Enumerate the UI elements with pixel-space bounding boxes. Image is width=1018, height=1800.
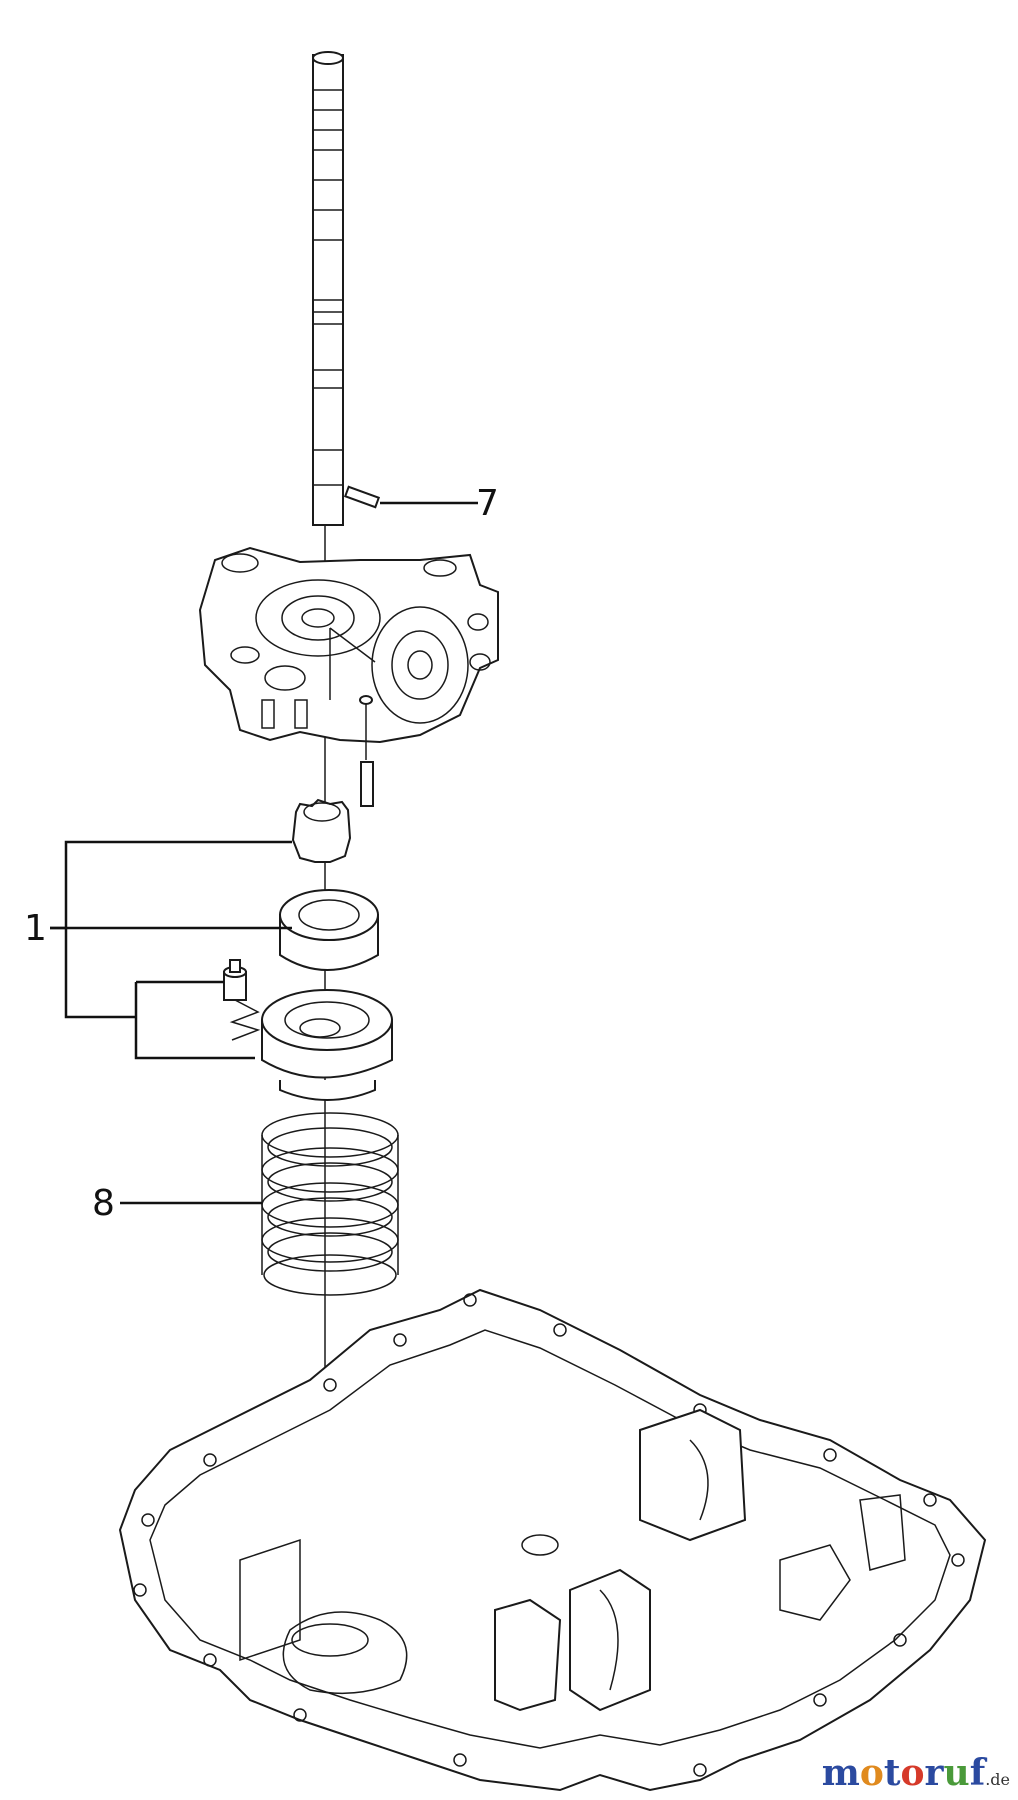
pump-cover <box>261 989 393 1101</box>
outer-rotor <box>279 889 379 971</box>
leader-line-1 <box>50 840 292 1060</box>
brand-char: f <box>969 1752 986 1794</box>
brand-char: m <box>821 1752 860 1794</box>
brand-char: r <box>924 1752 944 1794</box>
brand-char: u <box>943 1752 970 1794</box>
callout-1: 1 <box>24 908 47 949</box>
dowel-pin <box>359 695 374 807</box>
brand-char: o <box>900 1752 925 1794</box>
inner-rotor <box>291 798 352 863</box>
brand-char: t <box>883 1752 901 1794</box>
motoruf-watermark-logo: motoruf.de <box>822 1752 1010 1794</box>
crankcase-base <box>118 1288 987 1792</box>
callout-7: 7 <box>476 483 499 524</box>
shaft-pin <box>343 485 381 509</box>
watermark-suffix: .de <box>985 1770 1010 1789</box>
pump-shaft <box>312 51 344 526</box>
pump-housing <box>198 546 499 744</box>
brand-char: o <box>859 1752 884 1794</box>
relief-valve-plunger <box>223 959 261 1041</box>
callout-8: 8 <box>92 1183 115 1224</box>
coil-spring <box>261 1112 399 1296</box>
